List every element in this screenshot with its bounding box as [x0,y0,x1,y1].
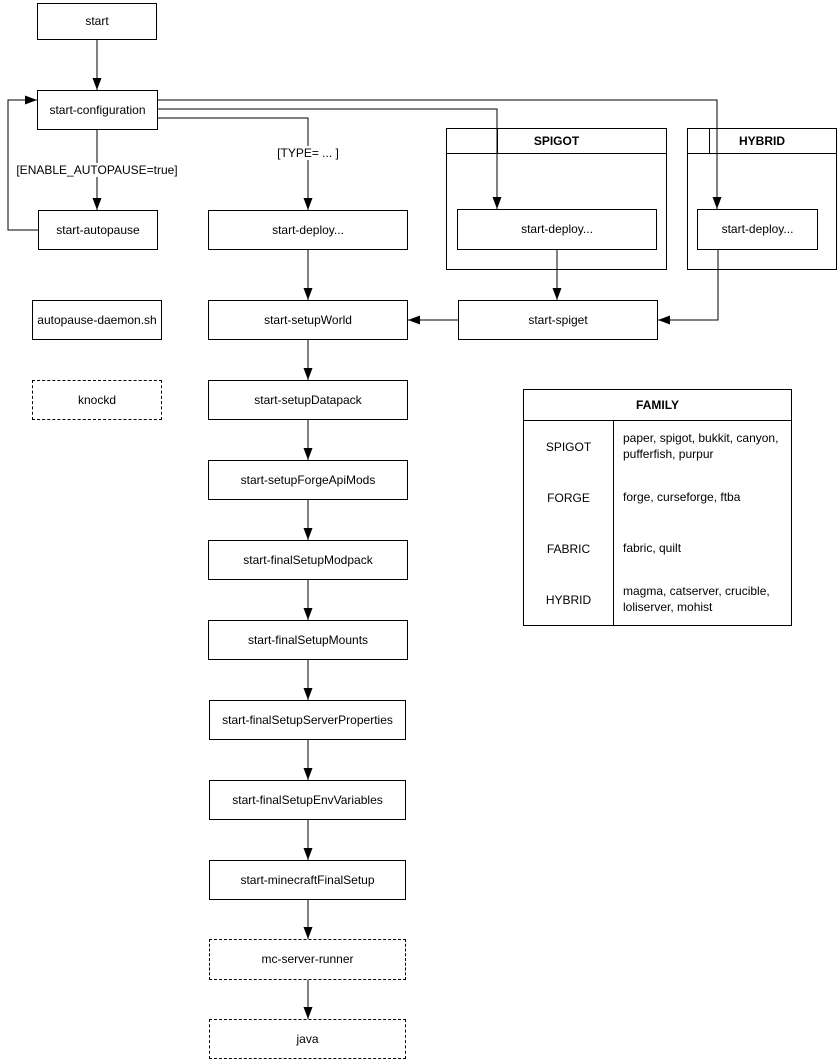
family-types: forge, curseforge, ftba [623,489,741,504]
node-java: java [209,1019,406,1059]
node-label: start-minecraftFinalSetup [240,872,375,887]
node-start-setupWorld: start-setupWorld [208,300,408,340]
edge-configuration-to-hybrid-deploy [158,99,722,209]
node-label: java [296,1031,319,1046]
node-hybrid-start-deploy: start-deploy... [697,209,818,250]
node-start-finalSetupEnvVariables: start-finalSetupEnvVariables [209,780,406,820]
group-title: HYBRID [738,134,785,148]
node-label: start-finalSetupEnvVariables [232,792,383,807]
node-mc-server-runner: mc-server-runner [209,939,406,980]
node-autopause-daemon-sh: autopause-daemon.sh [32,300,162,340]
node-label: start-autopause [56,222,140,237]
node-start-configuration: start-configuration [37,90,158,130]
group-header-hybrid: HYBRID [688,129,836,154]
edge-autopause-loop-to-configuration [7,95,38,231]
node-label: start-setupDatapack [254,392,362,407]
group-header-spigot: SPIGOT [447,129,666,154]
group-title: SPIGOT [533,134,580,148]
node-label: mc-server-runner [261,952,354,967]
edge-configuration-to-spigot-deploy [158,108,502,209]
group-header-tick [709,129,710,153]
group-header-tick [497,129,498,153]
family-name: FABRIC [546,541,591,556]
node-spigot-start-deploy: start-deploy... [457,209,657,250]
group-hybrid: HYBRID [687,128,837,270]
family-row-spigot: SPIGOT paper, spigot, bukkit, canyon, puf… [524,421,791,472]
node-start-minecraftFinalSetup: start-minecraftFinalSetup [209,860,406,900]
node-start-setupDatapack: start-setupDatapack [208,380,408,420]
edge-label: [TYPE= ... ] [275,146,341,160]
family-types: fabric, quilt [623,540,682,555]
family-name: FORGE [547,490,590,505]
node-start-setupForgeApiMods: start-setupForgeApiMods [208,460,408,500]
node-label: start-deploy... [521,222,593,237]
family-row-forge: FORGE forge, curseforge, ftba [524,472,791,523]
edge-hybrid-deploy-to-spiget [658,250,719,325]
node-start-finalSetupMounts: start-finalSetupMounts [208,620,408,660]
node-label: autopause-daemon.sh [37,312,157,327]
node-start-spiget: start-spiget [458,300,658,340]
node-label: start [85,14,109,29]
family-name: SPIGOT [545,439,592,454]
node-label: start-finalSetupServerProperties [222,712,393,727]
edge-label: [ENABLE_AUTOPAUSE=true] [14,163,180,177]
node-start-finalSetupModpack: start-finalSetupModpack [208,540,408,580]
family-row-fabric: FABRIC fabric, quilt [524,523,791,574]
node-label: start-spiget [528,312,588,327]
family-table-column-divider [613,421,614,625]
node-start-finalSetupServerProperties: start-finalSetupServerProperties [209,700,406,740]
node-start-autopause: start-autopause [38,210,158,250]
family-table-body: SPIGOT paper, spigot, bukkit, canyon, puf… [524,421,791,625]
node-label: start-finalSetupMounts [247,632,369,647]
family-types: magma, catserver, crucible, loliserver, … [623,583,770,614]
family-types: paper, spigot, bukkit, canyon, pufferfis… [623,430,779,461]
node-start-deploy: start-deploy... [208,210,408,250]
family-name: HYBRID [545,592,592,607]
node-label: start-setupForgeApiMods [240,472,376,487]
group-spigot: SPIGOT [446,128,667,270]
edge-configuration-to-deploy [158,117,313,210]
node-knockd: knockd [32,380,162,420]
node-start: start [37,3,157,40]
family-table-title: FAMILY [524,390,791,421]
node-label: start-configuration [49,102,146,117]
node-label: knockd [77,392,117,407]
node-label: start-setupWorld [264,312,352,327]
family-table: FAMILY SPIGOT paper, spigot, bukkit, cany… [523,389,792,626]
node-label: start-deploy... [721,222,794,237]
node-label: start-deploy... [272,222,344,237]
node-label: start-finalSetupModpack [243,552,373,567]
family-row-hybrid: HYBRID magma, catserver, crucible, lolise… [524,574,791,625]
